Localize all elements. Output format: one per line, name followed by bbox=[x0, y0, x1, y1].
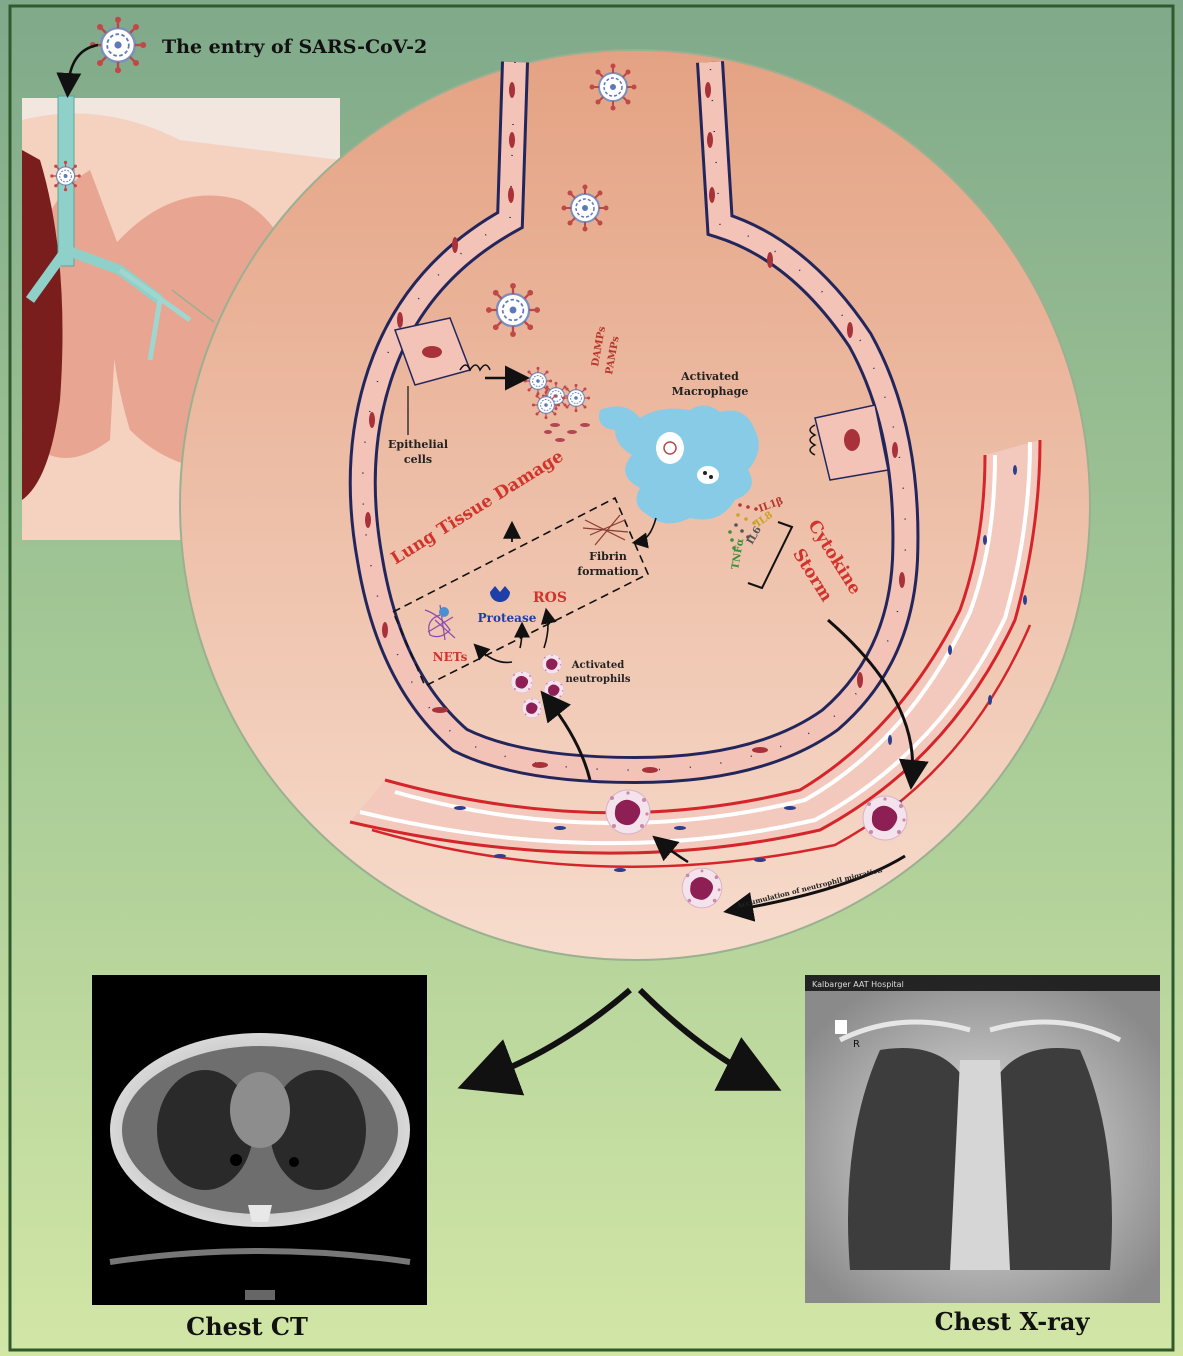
epithelial-label-line1: Epithelial bbox=[388, 438, 448, 451]
xray-header: Kalbarger AAT Hospital bbox=[812, 980, 904, 989]
protease-label: Protease bbox=[478, 611, 537, 625]
macrophage-label-line1: Activated bbox=[680, 370, 739, 383]
chest-xray-label: Chest X-ray bbox=[935, 1307, 1091, 1336]
nets-label: NETs bbox=[433, 650, 468, 664]
chest-ct-image bbox=[92, 975, 427, 1305]
virus-icon bbox=[90, 17, 146, 73]
macrophage-label-line2: Macrophage bbox=[672, 385, 749, 398]
neutrophil-icon bbox=[682, 868, 722, 908]
epithelial-label-line2: cells bbox=[404, 453, 432, 466]
virus-icon bbox=[524, 367, 552, 395]
neutrophils-label-line1: Activated bbox=[571, 660, 625, 671]
ros-label: ROS bbox=[533, 590, 567, 606]
xray-marker: R bbox=[853, 1039, 860, 1050]
neutrophil-icon bbox=[606, 790, 650, 834]
virus-icon bbox=[486, 283, 540, 337]
fibrin-label-line1: Fibrin bbox=[589, 550, 627, 563]
virus-icon bbox=[532, 391, 560, 419]
neutrophils-label-line2: neutrophils bbox=[566, 674, 631, 685]
chest-xray-image: Kalbarger AAT Hospital R bbox=[805, 975, 1160, 1303]
chest-ct-label: Chest CT bbox=[186, 1312, 308, 1341]
virus-icon bbox=[562, 384, 590, 412]
diagram-title: The entry of SARS-CoV-2 bbox=[162, 36, 427, 58]
neutrophil-icon bbox=[863, 796, 907, 840]
virus-icon bbox=[562, 185, 609, 232]
fibrin-label-line2: formation bbox=[577, 565, 638, 578]
virus-icon bbox=[590, 64, 637, 111]
